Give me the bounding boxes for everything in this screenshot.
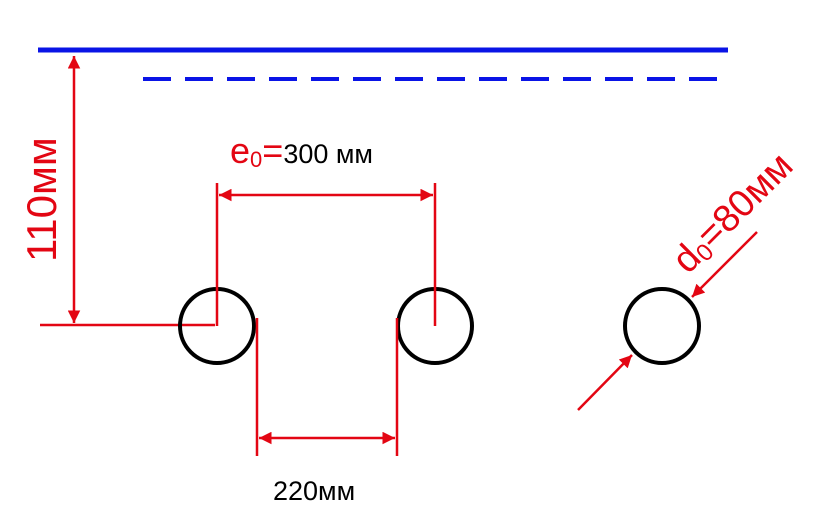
diameter-leader-upper xyxy=(691,231,758,298)
spacing-label: e0=300 мм xyxy=(230,130,373,172)
height-label: 110мм xyxy=(18,137,65,262)
gap-label: 220мм xyxy=(273,476,355,506)
diameter-label: d0=80мм xyxy=(665,145,802,282)
diameter-leader-lower xyxy=(577,354,633,411)
drain-pipe-3 xyxy=(623,287,701,365)
